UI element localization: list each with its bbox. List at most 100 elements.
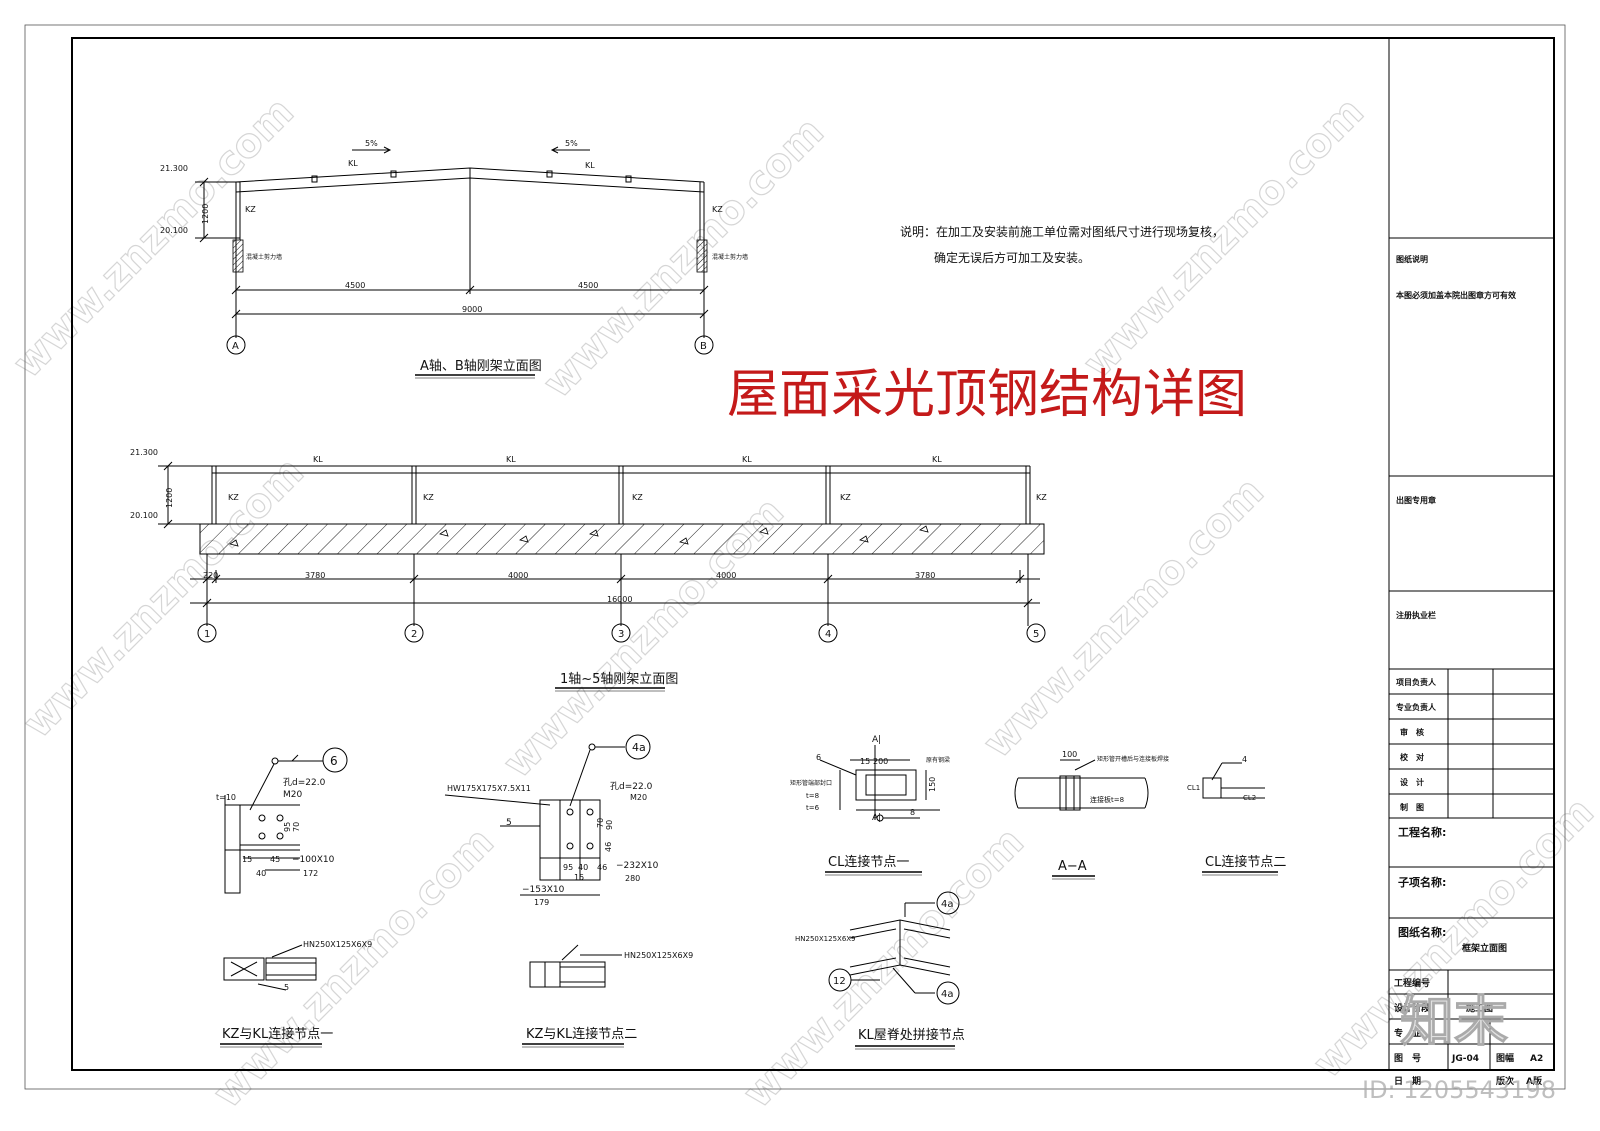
dim-value: 172: [303, 869, 318, 878]
section-label: HW175X175X7.5X11: [447, 784, 531, 793]
weld-mark: 4a: [941, 899, 954, 910]
beam-label: KL: [742, 455, 752, 464]
dim-value: 15: [860, 757, 870, 766]
dim-total: 16000: [607, 595, 632, 604]
dim-value: 15: [574, 873, 584, 882]
note-label: 矩形管端部封口: [790, 779, 832, 787]
weld-mark: 6: [816, 753, 821, 762]
beam-label: KL: [585, 161, 595, 170]
detail-cl-node-2: 4 CL1 CL2 CL连接节点二: [1187, 755, 1286, 876]
view-title: A−A: [1058, 859, 1087, 874]
title-block-text: 图纸说明 本图必须加盖本院出图章方可有效 出图专用章 注册执业栏 项目负责人 专…: [1394, 254, 1543, 1087]
drawing-name: 框架立面图: [1462, 942, 1507, 954]
slope-right: 5%: [565, 139, 578, 148]
dim-value: 150: [928, 777, 937, 792]
dim-value: 45: [270, 855, 280, 864]
axis-label: 1: [204, 629, 210, 640]
dim-value: 70: [596, 818, 605, 828]
dim-value: 220: [203, 571, 218, 580]
drawing-name-label: 图纸名称:: [1398, 925, 1446, 939]
weld-mark: 5: [284, 983, 289, 992]
version-label: 版次: [1495, 1075, 1514, 1087]
section-mark: A|: [872, 813, 881, 823]
note-line-1: 说明：在加工及安装前施工单位需对图纸尺寸进行现场复核，: [900, 224, 1224, 239]
beam-label: KL: [506, 455, 516, 464]
description-header: 图纸说明: [1396, 254, 1428, 264]
elevation-ab: 21.300 20.100 1200 5% 5% KL KL KZ KZ 混凝土…: [160, 139, 748, 379]
level-top: 21.300: [160, 164, 188, 173]
axis-label: 2: [411, 629, 417, 640]
thickness-label: t=8: [806, 792, 819, 800]
beam-label: KL: [313, 455, 323, 464]
role-label: 项目负责人: [1396, 677, 1437, 687]
dim-right: 4500: [578, 281, 598, 290]
thickness-label: t=6: [806, 804, 820, 812]
note-label: 矩形管开槽后与连接板焊接: [1097, 755, 1169, 763]
dim-total: 9000: [462, 305, 482, 314]
dim-value: 95: [563, 863, 573, 872]
section-label: HN250X125X6X9: [795, 935, 856, 943]
thickness-label: t=10: [216, 793, 236, 802]
section-label: HN250X125X6X9: [624, 951, 693, 960]
beam-label: KL: [932, 455, 942, 464]
column-label: KZ: [840, 493, 851, 502]
watermark-url: www.znzmo.com: [535, 109, 833, 407]
weld-mark: 4a: [632, 741, 646, 754]
plate-label: −100X10: [292, 855, 335, 865]
registration-label: 注册执业栏: [1396, 610, 1436, 620]
role-label: 制 图: [1400, 802, 1424, 812]
height-dim: 1200: [201, 204, 210, 224]
bolt-label: M20: [283, 790, 302, 800]
wall-label: 混凝土剪力墙: [246, 253, 282, 261]
dim-value: 4000: [716, 571, 736, 580]
axis-b: B: [700, 341, 707, 352]
column-label: KZ: [423, 493, 434, 502]
image-id: ID: 1205543198: [1362, 1076, 1556, 1104]
dim-left: 4500: [345, 281, 365, 290]
column-label: KZ: [245, 205, 256, 214]
column-label: KZ: [712, 205, 723, 214]
size-label: 图幅: [1496, 1052, 1514, 1064]
dim-value: 8: [910, 808, 915, 817]
view-title: 1轴~5轴刚架立面图: [560, 672, 678, 687]
dim-value: 280: [625, 874, 640, 883]
title-block: [1388, 38, 1554, 1070]
dim-value: 40: [256, 869, 266, 878]
main-title: 屋面采光顶钢结构详图: [727, 365, 1247, 425]
dim-value: 90: [605, 820, 614, 830]
column-label: KZ: [1036, 493, 1047, 502]
beam-label: 原有钢梁: [926, 756, 950, 764]
inner-border: [71, 37, 1555, 1071]
plate-label: −232X10: [616, 861, 659, 871]
dim-value: 100: [1062, 750, 1077, 759]
note-line-2: 确定无误后方可加工及安装。: [934, 250, 1090, 265]
axis-label: 4: [825, 629, 831, 640]
wall-label: 混凝土剪力墙: [712, 253, 748, 261]
dim-value: 46: [597, 863, 607, 872]
beam-label: KL: [348, 159, 358, 168]
detail-mark: 12: [833, 976, 846, 987]
watermark-url: www.znzmo.com: [5, 89, 303, 387]
project-no-label: 工程编号: [1394, 977, 1430, 989]
view-title: CL连接节点二: [1205, 854, 1286, 870]
role-label: 校 对: [1400, 752, 1424, 762]
dim-value: 70: [292, 822, 301, 832]
date-label: 日 期: [1394, 1075, 1421, 1087]
dim-value: 46: [604, 842, 613, 852]
detail-kz-kl-node-1: HN250X125X6X9 5 KZ与KL连接节点一: [220, 940, 372, 1048]
role-label: 审 核: [1400, 727, 1424, 737]
subproject-label: 子项名称:: [1398, 875, 1446, 889]
section-mark: A|: [872, 735, 881, 745]
view-title: A轴、B轴刚架立面图: [420, 359, 542, 374]
detail-column-top-1: 6 t=10 孔d=22.0 M20 95 70 15 45 40 −100X1…: [216, 747, 348, 894]
phase-value: 施工图: [1466, 1002, 1493, 1014]
view-title: CL连接节点一: [828, 854, 909, 870]
dim-value: 15: [242, 855, 252, 864]
level-bottom: 20.100: [130, 511, 158, 520]
detail-kz-kl-node-2: HN250X125X6X9 KZ与KL连接节点二: [522, 944, 693, 1048]
dim-value: 40: [578, 863, 588, 872]
stamp-label: 出图专用章: [1396, 495, 1436, 505]
section-label: HN250X125X6X9: [303, 940, 372, 949]
hole-label: 孔d=22.0: [610, 781, 653, 792]
